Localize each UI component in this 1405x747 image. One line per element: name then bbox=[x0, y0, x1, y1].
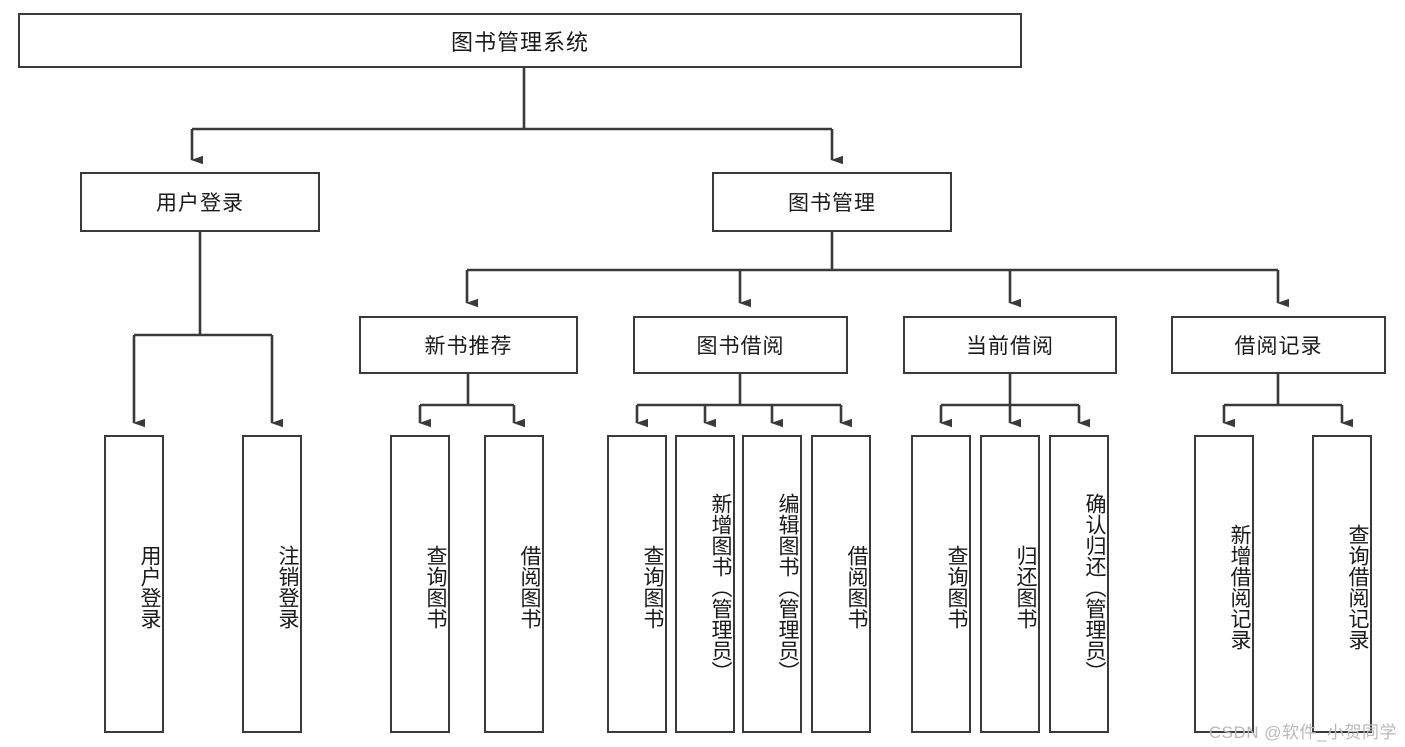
leaf-add-book-admin[interactable]: 新增图书（管理员） bbox=[675, 435, 735, 733]
leaf-confirm-return-admin[interactable]: 确认归还（管理员） bbox=[1049, 435, 1109, 733]
node-book-management[interactable]: 图书管理 bbox=[712, 172, 952, 232]
leaf-borrow-book[interactable]: 借阅图书 bbox=[811, 435, 871, 733]
leaf-user-login[interactable]: 用户登录 bbox=[104, 435, 164, 733]
node-new-book-recommend[interactable]: 新书推荐 bbox=[359, 316, 578, 374]
leaf-return-book[interactable]: 归还图书 bbox=[980, 435, 1040, 733]
leaf-query-book-borrow[interactable]: 查询图书 bbox=[607, 435, 667, 733]
node-book-borrow[interactable]: 图书借阅 bbox=[633, 316, 848, 374]
watermark-text: CSDN @软件_小贺同学 bbox=[1208, 723, 1397, 742]
leaf-add-borrow-record[interactable]: 新增借阅记录 bbox=[1194, 435, 1254, 733]
leaf-borrow-book-recommend[interactable]: 借阅图书 bbox=[484, 435, 544, 733]
node-borrow-records[interactable]: 借阅记录 bbox=[1171, 316, 1386, 374]
leaf-query-book-recommend[interactable]: 查询图书 bbox=[390, 435, 450, 733]
leaf-edit-book-admin[interactable]: 编辑图书（管理员） bbox=[742, 435, 802, 733]
leaf-query-borrow-record[interactable]: 查询借阅记录 bbox=[1312, 435, 1372, 733]
node-user-login[interactable]: 用户登录 bbox=[80, 172, 320, 232]
leaf-query-book-current[interactable]: 查询图书 bbox=[911, 435, 971, 733]
node-current-borrow[interactable]: 当前借阅 bbox=[903, 316, 1117, 374]
leaf-logout-login[interactable]: 注销登录 bbox=[242, 435, 302, 733]
node-root-system[interactable]: 图书管理系统 bbox=[18, 13, 1022, 68]
